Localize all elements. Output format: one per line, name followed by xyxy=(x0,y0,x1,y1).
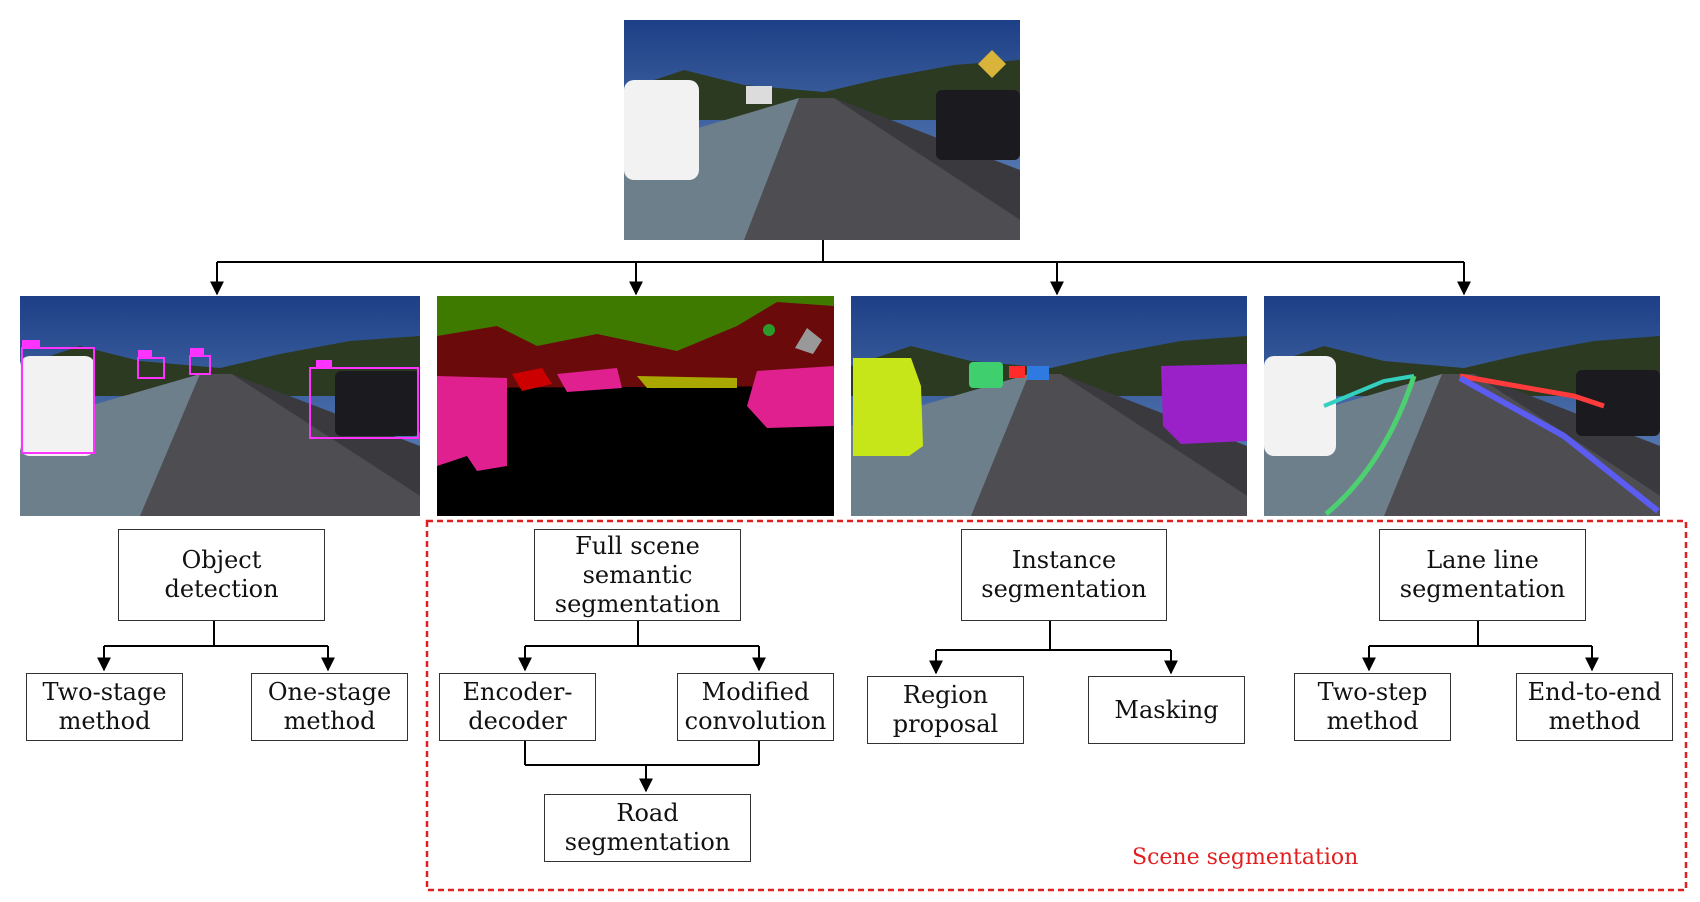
modified-convolution-label: Modified convolution xyxy=(684,678,827,735)
object-detection-node: Object detection xyxy=(118,529,325,621)
one-stage-method-node: One-stage method xyxy=(251,673,408,741)
end-to-end-method-node: End-to-end method xyxy=(1516,673,1673,741)
region-proposal-node: Region proposal xyxy=(867,676,1024,744)
two-step-method-label: Two-step method xyxy=(1317,678,1428,735)
instance-segmentation-label: Instance segmentation xyxy=(981,546,1147,603)
end-to-end-method-label: End-to-end method xyxy=(1527,678,1662,735)
two-step-method-node: Two-step method xyxy=(1294,673,1451,741)
lane-line-segmentation-label: Lane line segmentation xyxy=(1399,546,1566,603)
full-scene-semantic-segmentation-label: Full scene semantic segmentation xyxy=(554,531,721,618)
scene-segmentation-label: Scene segmentation xyxy=(1132,845,1359,870)
lane-line-segmentation-node: Lane line segmentation xyxy=(1379,529,1586,621)
instance-segmentation-image xyxy=(851,296,1247,516)
one-stage-method-label: One-stage method xyxy=(267,678,392,735)
masking-label: Masking xyxy=(1114,695,1219,724)
region-proposal-label: Region proposal xyxy=(892,681,999,738)
semantic-segmentation-image xyxy=(437,296,834,516)
scene-segmentation-group xyxy=(425,519,1688,892)
road-segmentation-node: Road segmentation xyxy=(544,794,751,862)
two-stage-method-label: Two-stage method xyxy=(42,678,167,735)
full-scene-semantic-segmentation-node: Full scene semantic segmentation xyxy=(534,529,741,621)
masking-node: Masking xyxy=(1088,676,1245,744)
encoder-decoder-node: Encoder-decoder xyxy=(439,673,596,741)
instance-segmentation-node: Instance segmentation xyxy=(961,529,1167,621)
top-road-image xyxy=(624,20,1020,240)
two-stage-method-node: Two-stage method xyxy=(26,673,183,741)
object-detection-label: Object detection xyxy=(164,546,279,603)
encoder-decoder-label: Encoder-decoder xyxy=(462,678,573,735)
object-detection-image xyxy=(20,296,420,516)
lane-line-segmentation-image xyxy=(1264,296,1660,516)
modified-convolution-node: Modified convolution xyxy=(677,673,834,741)
road-segmentation-label: Road segmentation xyxy=(564,799,731,856)
